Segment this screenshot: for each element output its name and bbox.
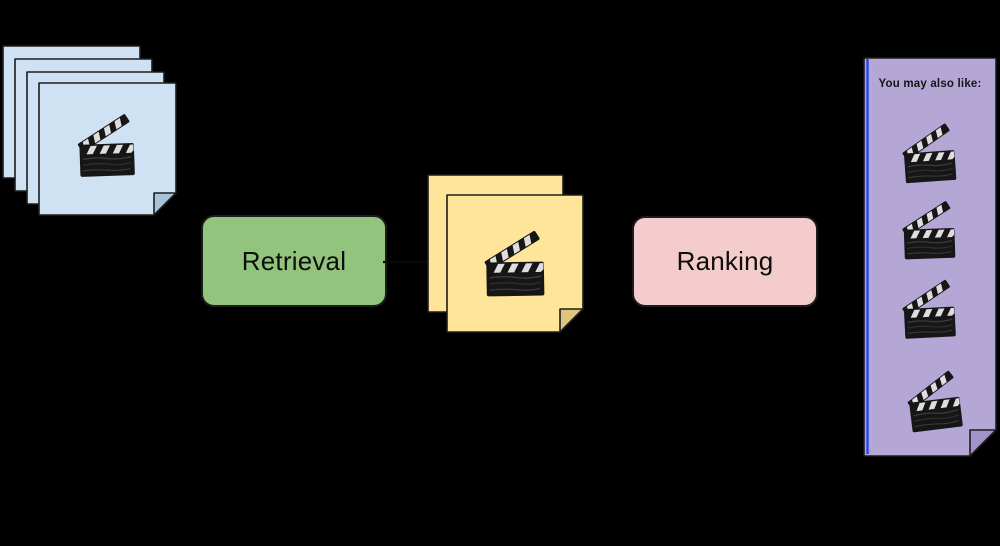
candidate-movies-stack: [427, 174, 584, 333]
ranking-label: Ranking: [676, 246, 774, 276]
retrieval-label: Retrieval: [241, 245, 347, 276]
ranking-box: Ranking: [632, 216, 818, 307]
movie-corpus-stack: [2, 45, 177, 216]
panel-title: You may also like:: [878, 78, 981, 90]
folded-corner: [559, 308, 584, 333]
folded-corner: [969, 429, 997, 457]
recommendations-panel: You may also like:: [863, 57, 997, 457]
folded-corner: [153, 192, 177, 216]
retrieval-box: Retrieval: [201, 215, 387, 307]
